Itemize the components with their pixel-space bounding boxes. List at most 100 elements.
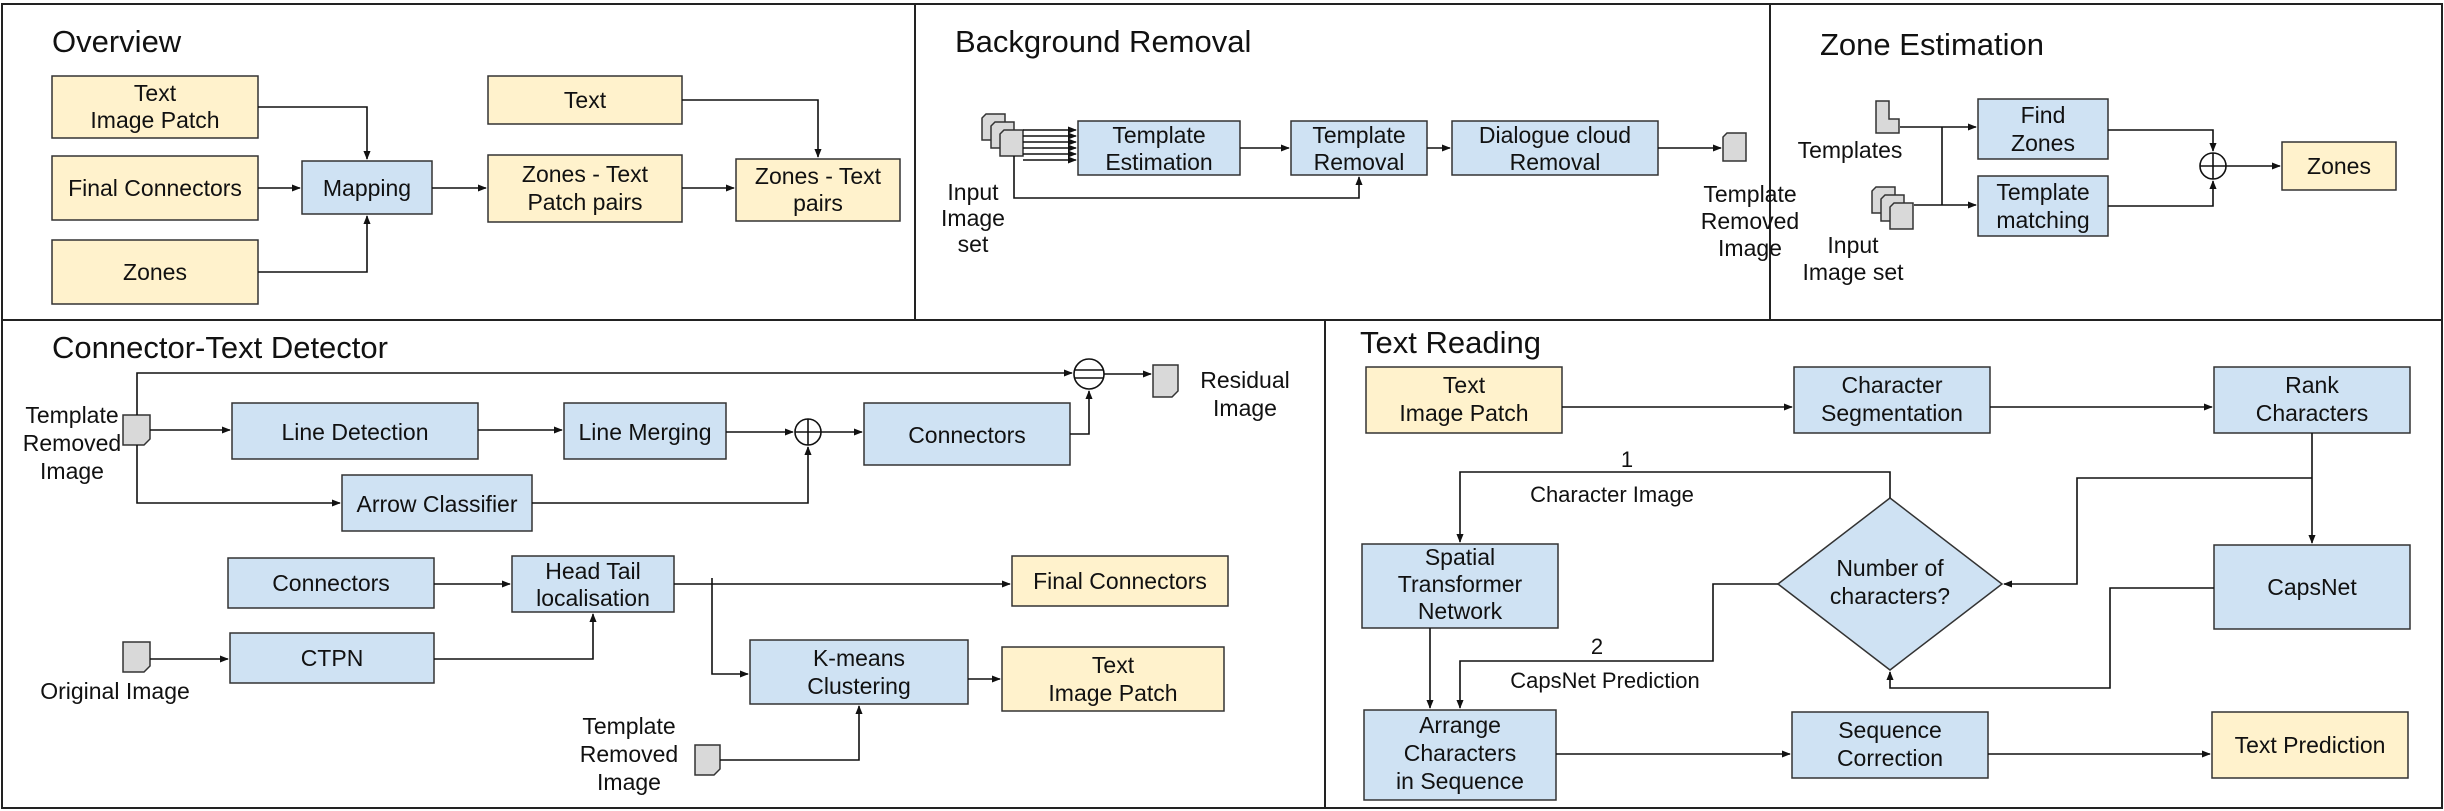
br-template-estimation-l1: Template (1112, 122, 1205, 148)
br-input-label-l3: set (958, 231, 989, 257)
ctd-residual-label-l1: Residual (1200, 367, 1290, 393)
tr-rank-characters-l2: Characters (2256, 400, 2368, 426)
ctd-residual-image-icon (1152, 364, 1179, 398)
ctd-text-image-patch-l2: Image Patch (1048, 680, 1177, 706)
ctd-residual-label-l2: Image (1213, 395, 1277, 421)
br-input-label-l2: Image (941, 205, 1005, 231)
ov-zones-text-patch-pairs-l1: Zones - Text (522, 161, 649, 187)
ctd-original-image-label: Original Image (40, 678, 190, 704)
ze-templates-label: Templates (1798, 137, 1903, 163)
ctd-template-removed-image-icon (122, 414, 151, 446)
ctd-connectors-2-label: Connectors (272, 570, 390, 596)
tr-text-image-patch-l1: Text (1443, 372, 1486, 398)
ctd-line-merging-box (563, 402, 727, 460)
ctd-final-connectors-box (1011, 555, 1229, 607)
ov-zones-text-pairs-box (735, 158, 901, 222)
tr-arrange-l3: in Sequence (1396, 768, 1524, 794)
tr-arrange-l2: Characters (1404, 740, 1516, 766)
ctd-head-tail-box (511, 555, 675, 613)
ctd-head-tail-l2: localisation (536, 585, 650, 611)
tr-branch-label-2: 2 (1591, 634, 1603, 659)
overview-title: Overview (52, 24, 182, 59)
br-edges (1013, 144, 1722, 199)
tr-text-image-patch-l2: Image Patch (1399, 400, 1528, 426)
tr-number-of-characters-diamond (1776, 497, 2004, 671)
br-input-fan-arrows (1023, 126, 1077, 164)
ctd-input-label-l3: Image (40, 458, 104, 484)
ctd-ctpn-label: CTPN (301, 645, 364, 671)
ov-text-box (487, 75, 683, 125)
tr-sequence-correction-l2: Correction (1837, 745, 1943, 771)
tr-stn-l1: Spatial (1425, 544, 1495, 570)
ctd-final-connectors-label: Final Connectors (1033, 568, 1207, 594)
tr-capsnet-box (2213, 544, 2411, 630)
ze-find-zones-l2: Zones (2011, 130, 2075, 156)
ov-final-connectors-label: Final Connectors (68, 175, 242, 201)
br-dialogue-cloud-removal-l1: Dialogue cloud (1479, 122, 1631, 148)
ze-template-matching-box (1977, 175, 2109, 237)
tr-character-segmentation-l2: Segmentation (1821, 400, 1963, 426)
ze-input-label-l2: Image set (1803, 259, 1905, 285)
br-template-removed-image-icon (1722, 132, 1747, 162)
ctd-ctpn-box (229, 632, 435, 684)
ctd-top-edges (136, 369, 1152, 507)
ov-mapping-label: Mapping (323, 175, 411, 201)
ctd-template-removed-2-l3: Image (597, 769, 661, 795)
ov-zones-box (51, 239, 259, 305)
tr-rank-characters-l1: Rank (2285, 372, 2339, 398)
br-dialogue-cloud-removal-l2: Removal (1510, 149, 1601, 175)
zone-estimation-title: Zone Estimation (1820, 27, 2044, 62)
ze-template-matching-l1: Template (1996, 179, 2089, 205)
ze-templates-icon (1875, 100, 1900, 134)
connector-text-detector-title: Connector-Text Detector (52, 330, 388, 365)
ze-find-zones-box (1977, 98, 2109, 160)
ctd-line-merging-label: Line Merging (579, 419, 712, 445)
ov-text-image-patch-l1: Text (134, 80, 177, 106)
ctd-merge-plus-icon (794, 418, 822, 446)
ctd-line-detection-label: Line Detection (281, 419, 428, 445)
tr-edges (1426, 403, 2316, 758)
ctd-template-removed-2-l1: Template (582, 713, 675, 739)
tr-number-of-characters-l2: characters? (1830, 583, 1950, 609)
ctd-kmeans-l1: K-means (813, 645, 905, 671)
tr-branch-label-1: 1 (1621, 447, 1633, 472)
ze-template-matching-l2: matching (1996, 207, 2089, 233)
ctd-kmeans-box (749, 639, 969, 705)
tr-sequence-correction-box (1791, 711, 1989, 779)
ov-zones-label: Zones (123, 259, 187, 285)
br-template-removal-box (1290, 120, 1428, 176)
ctd-original-image-icon (122, 641, 151, 673)
br-input-image-set-icon (981, 113, 1024, 157)
br-output-label-l1: Template (1703, 181, 1796, 207)
ctd-text-image-patch-l1: Text (1092, 652, 1135, 678)
ov-edges (258, 99, 822, 273)
ze-combine-plus-icon (2199, 152, 2227, 180)
br-template-removal-l1: Template (1312, 122, 1405, 148)
ctd-text-image-patch-box (1001, 646, 1225, 712)
ctd-connectors-label: Connectors (908, 422, 1026, 448)
tr-stn-l2: Transformer (1398, 571, 1523, 597)
ctd-template-removed-2-icon (694, 744, 721, 776)
ctd-kmeans-l2: Clustering (807, 673, 911, 699)
ov-zones-text-pairs-l2: pairs (793, 190, 843, 216)
panel-text-reading (1324, 319, 2443, 809)
ze-edges (1900, 123, 2281, 209)
tr-text-image-patch-box (1365, 366, 1563, 434)
ctd-subtract-minus-icon (1073, 358, 1105, 390)
tr-character-segmentation-box (1793, 366, 1991, 434)
text-reading-title: Text Reading (1360, 325, 1541, 360)
ov-zones-text-pairs-l1: Zones - Text (755, 163, 882, 189)
ov-zones-text-patch-pairs-box (487, 154, 683, 223)
ctd-arrow-classifier-label: Arrow Classifier (356, 491, 517, 517)
ze-input-image-set-icon (1871, 186, 1914, 230)
tr-capsnet-label: CapsNet (2267, 574, 2357, 600)
tr-character-segmentation-l1: Character (1842, 372, 1943, 398)
br-output-label-l3: Image (1718, 235, 1782, 261)
br-output-label-l2: Removed (1701, 208, 1799, 234)
br-dialogue-cloud-removal-box (1451, 120, 1659, 176)
ctd-bottom-edges (150, 578, 1011, 761)
tr-arrange-box (1363, 709, 1557, 801)
ctd-line-detection-box (231, 402, 479, 460)
ze-input-label-l1: Input (1827, 232, 1879, 258)
